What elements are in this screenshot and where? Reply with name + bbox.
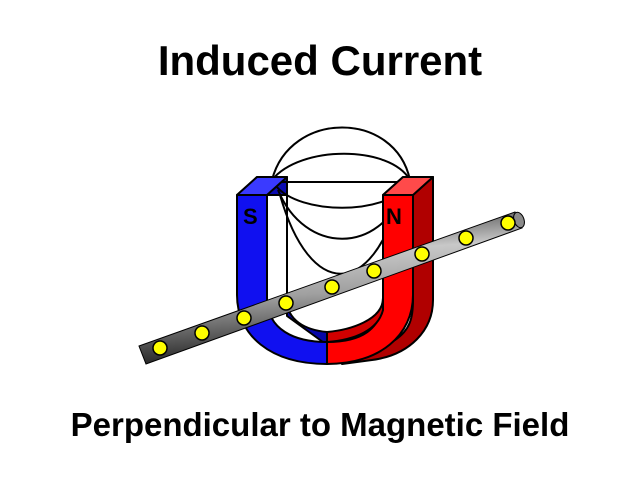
north-pole-label: N	[386, 204, 402, 229]
north-inner-face	[326, 297, 384, 343]
field-line	[271, 126, 411, 181]
charge	[458, 230, 474, 246]
charge	[152, 340, 168, 356]
charge	[414, 246, 430, 262]
page-title: Induced Current	[157, 37, 483, 84]
south-pole-label: S	[243, 204, 258, 229]
north-side-face	[341, 176, 434, 365]
charge	[366, 263, 382, 279]
charge	[278, 295, 294, 311]
charge	[194, 325, 210, 341]
south-side-face	[286, 176, 328, 346]
charge	[236, 310, 252, 326]
magnet-north-half	[326, 176, 434, 365]
field-line	[271, 152, 411, 181]
charge	[324, 279, 340, 295]
charge	[500, 215, 516, 231]
diagram-caption: Perpendicular to Magnetic Field	[70, 406, 570, 443]
charges	[152, 215, 516, 356]
